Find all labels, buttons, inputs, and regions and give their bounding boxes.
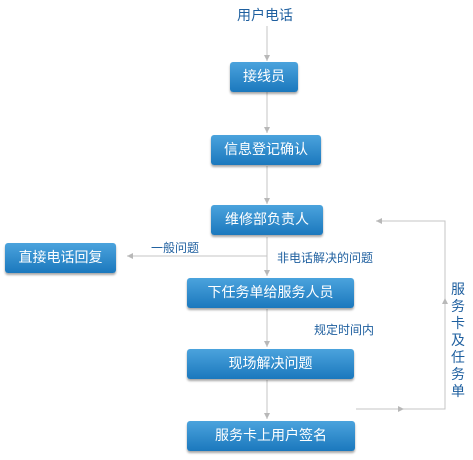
edge-label-general: 一般问题 [151,241,200,255]
edge-label-non-phone: 非电话解决的问题 [277,251,374,265]
node-direct-reply[interactable]: 直接电话回复 [5,243,116,273]
node-sign[interactable]: 服务卡上用户签名 [187,421,355,451]
side-char: 服 [451,282,465,298]
edge-manager-direct-reply [127,242,268,259]
node-onsite[interactable]: 现场解决问题 [187,349,354,379]
node-dispatch[interactable]: 下任务单给服务人员 [187,278,354,308]
side-char: 单 [451,384,465,400]
side-char: 任 [451,350,465,366]
edge-label-in-time: 规定时间内 [314,323,375,337]
node-register[interactable]: 信息登记确认 [211,135,321,165]
side-char: 务 [451,299,465,315]
side-char: 卡 [451,316,465,332]
start-label: 用户电话 [237,8,293,24]
side-label-service-card: 服 务 卡 及 任 务 单 [450,282,466,401]
side-char: 务 [451,367,465,383]
side-char: 及 [451,333,465,349]
node-manager[interactable]: 维修部负责人 [211,205,323,235]
node-operator[interactable]: 接线员 [230,62,298,92]
